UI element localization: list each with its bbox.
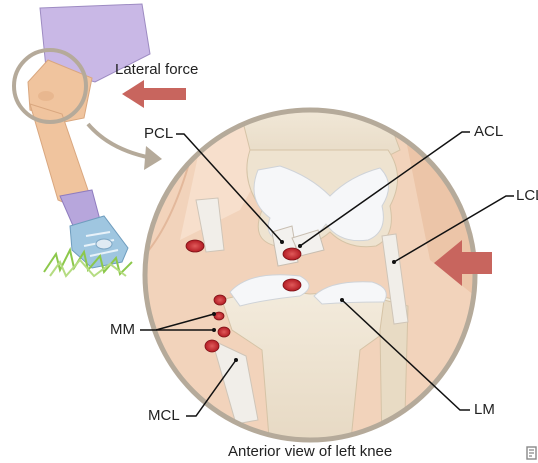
mcl-label: MCL: [148, 408, 180, 423]
lateral-force-label: Lateral force: [115, 62, 198, 77]
force-arrow-icon: [122, 80, 186, 108]
knee-magnified-view: [140, 96, 480, 450]
acl-label: ACL: [474, 124, 503, 139]
lcl-label: LCL: [516, 188, 538, 203]
caption: Anterior view of left knee: [228, 444, 392, 459]
lm-label: LM: [474, 402, 495, 417]
corner-logo-icon: [526, 446, 538, 460]
mm-label: MM: [110, 322, 135, 337]
pcl-label: PCL: [144, 126, 173, 141]
runner-leg: [14, 4, 150, 276]
